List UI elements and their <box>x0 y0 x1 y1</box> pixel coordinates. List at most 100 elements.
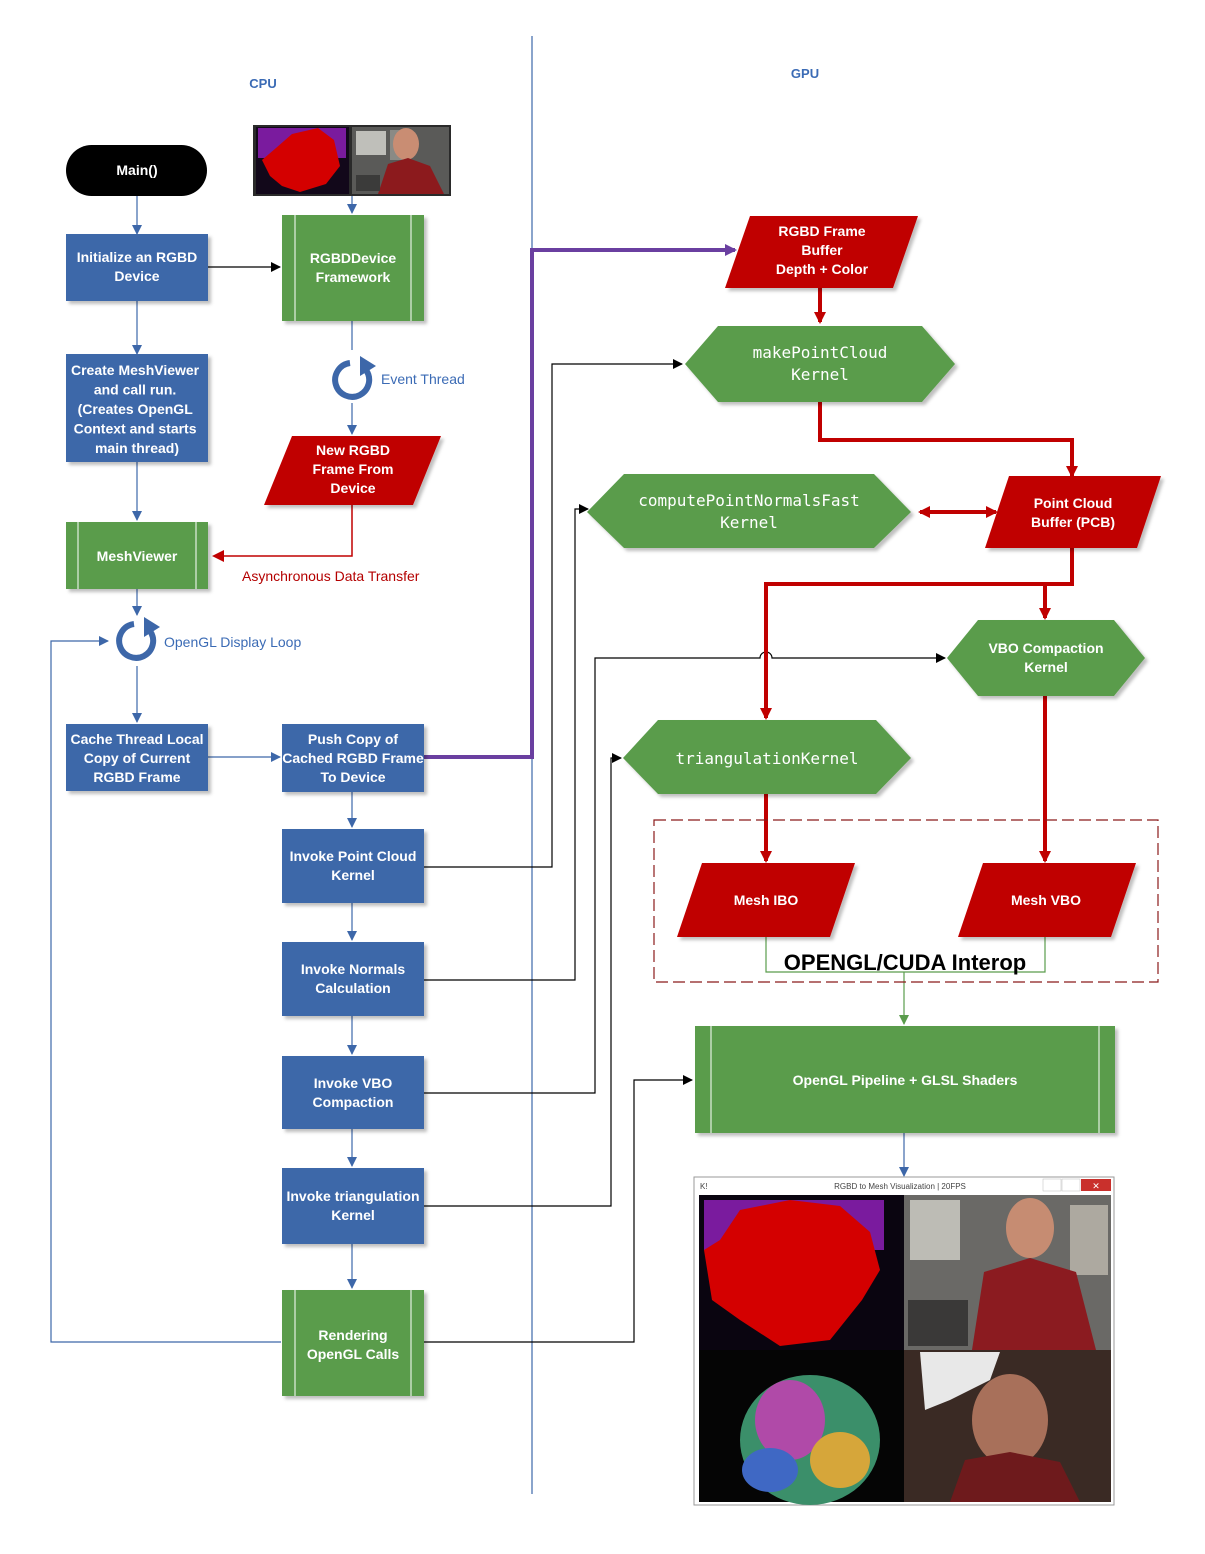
init-line-2: Device <box>114 268 159 284</box>
triangulation-label: triangulationKernel <box>675 749 858 768</box>
ipc-line-1: Invoke Point Cloud <box>290 848 417 864</box>
maximize-button[interactable] <box>1061 1178 1081 1192</box>
mpc-line-2: Kernel <box>791 365 849 384</box>
window-icon-label: K! <box>700 1182 708 1191</box>
framework-line-2: Framework <box>316 269 391 285</box>
create-line-4: Context and starts <box>74 421 197 437</box>
inorm-line-1: Invoke Normals <box>301 961 405 977</box>
render-line-1: Rendering <box>318 1327 387 1343</box>
rgbd-camera-image <box>253 125 451 196</box>
inorm-line-2: Calculation <box>315 980 390 996</box>
svg-text:Initialize an RGBDDevice: Initialize an RGBD Device <box>77 249 198 284</box>
async-transfer-label: Asynchronous Data Transfer <box>242 568 420 584</box>
create-meshviewer-box[interactable]: Create MeshViewer and call run. (Creates… <box>66 354 208 462</box>
close-icon: ✕ <box>1092 1182 1100 1192</box>
interop-connectors <box>765 937 1046 1025</box>
cache-line-3: RGBD Frame <box>93 769 180 785</box>
cpu-header: CPU <box>249 76 276 91</box>
fb-line-1: RGBD Frame <box>778 223 865 239</box>
window-title: RGBD to Mesh Visualization | 20FPS <box>834 1182 966 1191</box>
mesh-vbo-label: Mesh VBO <box>1011 892 1081 908</box>
display-loop-icon <box>116 617 160 661</box>
push-copy-box[interactable]: Push Copy of Cached RGBD Frame To Device <box>282 724 424 792</box>
ivbo-line-1: Invoke VBO <box>314 1075 393 1091</box>
mesh-ibo-data[interactable]: Mesh IBO <box>677 863 855 937</box>
close-button[interactable] <box>1081 1179 1111 1191</box>
pcb-line-1: Point Cloud <box>1034 495 1113 511</box>
newframe-line-3: Device <box>330 480 375 496</box>
opengl-pipeline-process[interactable]: OpenGL Pipeline + GLSL Shaders <box>695 1026 1115 1133</box>
triangulation-kernel[interactable]: triangulationKernel <box>623 720 911 794</box>
push-line-1: Push Copy of <box>308 731 399 747</box>
create-line-2: and call run. <box>94 382 176 398</box>
meshviewer-process[interactable]: MeshViewer <box>66 522 208 589</box>
mesh-ibo-label: Mesh IBO <box>734 892 799 908</box>
cpu-connectors <box>50 196 909 1343</box>
ipc-line-2: Kernel <box>331 867 375 883</box>
main-label: Main() <box>116 162 157 178</box>
vboc-line-2: Kernel <box>1024 659 1068 675</box>
svg-text:Create MeshViewer and ca: Create MeshViewer and call run. (Creates… <box>71 362 203 456</box>
pipeline-label: OpenGL Pipeline + GLSL Shaders <box>793 1072 1018 1088</box>
pcb-line-2: Buffer (PCB) <box>1031 514 1115 530</box>
cache-line-1: Cache Thread Local <box>70 731 203 747</box>
gpu-header: GPU <box>791 66 819 81</box>
itri-line-2: Kernel <box>331 1207 375 1223</box>
push-to-device-connector <box>424 244 737 759</box>
framework-line-1: RGBDDevice <box>310 250 397 266</box>
vboc-line-1: VBO Compaction <box>988 640 1103 656</box>
cn-line-2: Kernel <box>720 513 778 532</box>
red-connectors <box>212 288 1078 863</box>
mesh-vbo-data[interactable]: Mesh VBO <box>958 863 1136 937</box>
mpc-line-1: makePointCloud <box>753 343 888 362</box>
init-line-1: Initialize an RGBD <box>77 249 198 265</box>
initialize-device-box[interactable]: Initialize an RGBD Device <box>66 234 208 301</box>
create-line-1: Create MeshViewer <box>71 362 200 378</box>
create-line-3: (Creates OpenGL <box>78 401 194 417</box>
fb-line-3: Depth + Color <box>776 261 869 277</box>
meshviewer-label: MeshViewer <box>97 548 178 564</box>
main-terminator[interactable]: Main() <box>66 145 207 196</box>
push-line-2: Cached RGBD Frame <box>282 750 424 766</box>
newframe-line-1: New RGBD <box>316 442 390 458</box>
event-thread-label: Event Thread <box>381 371 465 387</box>
push-line-3: To Device <box>320 769 385 785</box>
event-thread-icon <box>332 356 376 400</box>
fb-line-2: Buffer <box>801 242 843 258</box>
svg-text:Invoke triangulationKernel: Invoke triangulationKernel <box>286 1188 419 1223</box>
create-line-5: main thread) <box>95 440 179 456</box>
cache-line-2: Copy of Current <box>84 750 191 766</box>
newframe-line-2: Frame From <box>313 461 394 477</box>
render-line-2: OpenGL Calls <box>307 1346 400 1362</box>
minimize-button[interactable] <box>1042 1178 1062 1192</box>
interop-region <box>653 819 1159 983</box>
display-loop-label: OpenGL Display Loop <box>164 634 301 650</box>
output-window: K! RGBD to Mesh Visualization | 20FPS ✕ <box>693 1176 1115 1506</box>
cn-line-1: computePointNormalsFast <box>638 491 860 510</box>
